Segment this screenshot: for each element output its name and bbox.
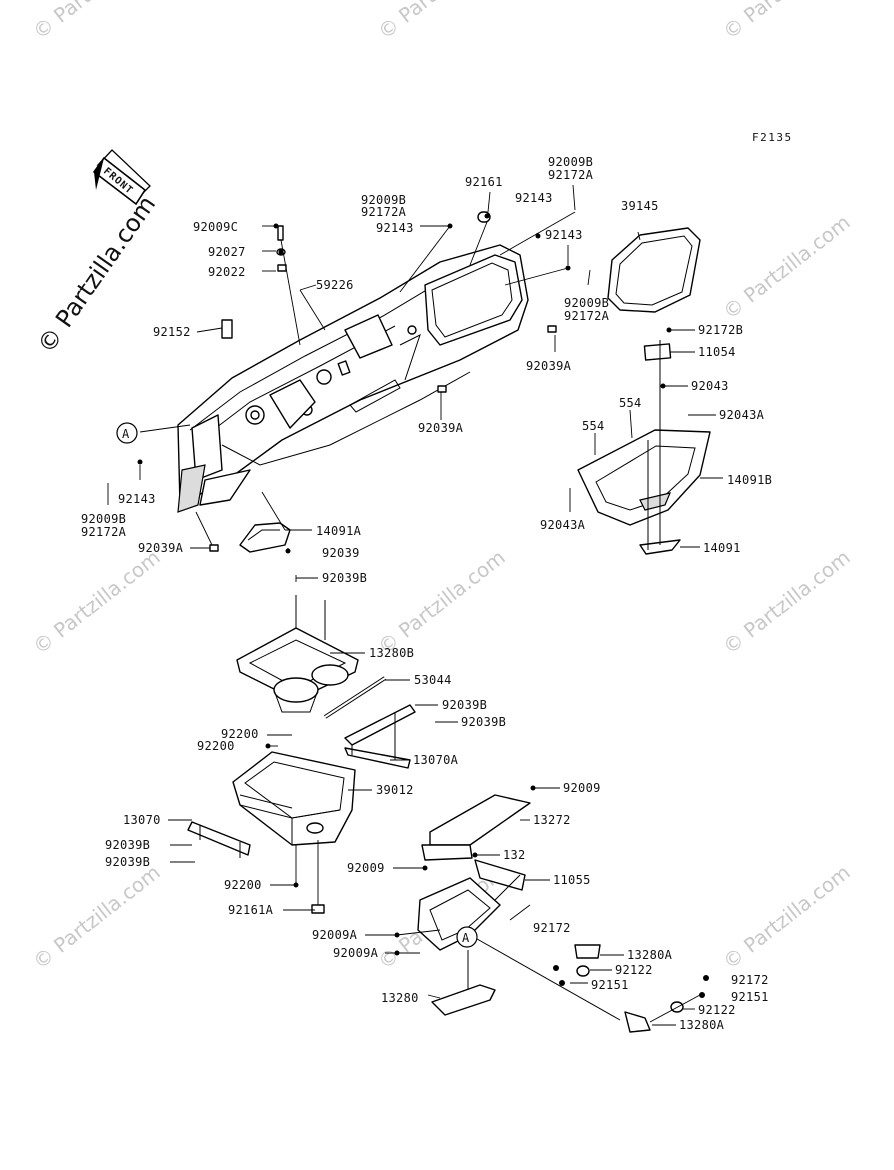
part-label: 92151 — [591, 978, 629, 992]
part-label: 92009 — [347, 861, 385, 875]
bracket-13280a — [574, 944, 651, 1033]
part-label: 92039B — [442, 698, 487, 712]
part-label: 14091B — [727, 473, 772, 487]
watermark-text: © Partzilla.com — [28, 860, 164, 974]
part-label: 92122 — [615, 963, 653, 977]
part-label: 11054 — [698, 345, 736, 359]
part-label: 92143 — [118, 492, 156, 506]
part-label: 92009C — [193, 220, 238, 234]
part-label: 13070 — [123, 813, 161, 827]
part-label: 13280A — [627, 948, 673, 962]
part-label: 92200 — [224, 878, 262, 892]
part-label: 92009 — [563, 781, 601, 795]
part-label: 92161A — [228, 903, 274, 917]
part-label: 39145 — [621, 199, 659, 213]
watermark-text: © Partzilla.com — [373, 0, 509, 44]
callout-label: A — [462, 931, 470, 945]
front-arrow-icon: FRONT — [92, 149, 151, 206]
leader-lines — [107, 184, 723, 1026]
part-label: 14091A — [316, 524, 362, 538]
tray-14091b — [577, 340, 711, 555]
bracket-13280 — [431, 950, 496, 1016]
part-label: 92152 — [153, 325, 191, 339]
part-label: 92009B — [81, 512, 126, 526]
part-label: 13280 — [381, 991, 419, 1005]
small-fasteners — [209, 211, 709, 1013]
part-label: 59226 — [316, 278, 354, 292]
plate-13272 — [421, 794, 531, 861]
part-label: 92200 — [197, 739, 235, 753]
part-labels: 92009B 92172A 92161 92143 92009B 92172A … — [81, 155, 772, 1032]
part-label: 11055 — [553, 873, 591, 887]
part-label: 92200 — [221, 727, 259, 741]
figure-code: F2135 — [752, 131, 793, 144]
part-label: 92039 — [322, 546, 360, 560]
callout-a: A — [456, 926, 478, 948]
watermark-text: © Partzilla.com — [373, 545, 509, 659]
watermark-text: © Partzilla.com — [718, 0, 854, 44]
part-label: 92122 — [698, 1003, 736, 1017]
part-label: 92009A — [312, 928, 358, 942]
part-label: 92039A — [526, 359, 572, 373]
part-label: 39012 — [376, 783, 414, 797]
part-label: 92043A — [719, 408, 765, 422]
part-label: 92009B — [361, 193, 406, 207]
part-label: 92039B — [105, 855, 150, 869]
bracket-14091a — [239, 522, 291, 553]
part-label: 92039B — [105, 838, 150, 852]
part-label: 92009B — [548, 155, 593, 169]
part-label: 92039B — [461, 715, 506, 729]
frame-11055 — [417, 859, 621, 1021]
part-label: 92172 — [731, 973, 769, 987]
watermark-text: © Partzilla.com — [718, 210, 854, 324]
part-label: 92039A — [138, 541, 184, 555]
part-label: 92043A — [540, 518, 586, 532]
dash-panel — [177, 244, 529, 513]
callout-a: A — [116, 422, 138, 444]
part-label: 92009A — [333, 946, 379, 960]
part-label: 92172B — [698, 323, 743, 337]
cup-holder-13280b — [236, 595, 359, 713]
storage-box-39012 — [232, 751, 356, 846]
part-label: 92172 — [533, 921, 571, 935]
part-label: 92172A — [361, 205, 407, 219]
lid-39145 — [607, 227, 701, 313]
part-label: 13070A — [413, 753, 459, 767]
part-label: 92039B — [322, 571, 367, 585]
part-label: 554 — [619, 396, 642, 410]
part-label: 92161 — [465, 175, 503, 189]
part-label: 92143 — [376, 221, 414, 235]
part-label: 92172A — [564, 309, 610, 323]
bracket-13070 — [187, 821, 251, 858]
part-label: 132 — [503, 848, 526, 862]
bracket-13070a — [344, 704, 416, 769]
part-label: 13280B — [369, 646, 414, 660]
part-label: 554 — [582, 419, 605, 433]
part-label: 92027 — [208, 245, 246, 259]
watermark-text: © Partzilla.com — [28, 545, 164, 659]
watermark-text: © Partzilla.com — [718, 545, 854, 659]
callout-label: A — [122, 427, 130, 441]
part-label: 13280A — [679, 1018, 725, 1032]
part-label: 92039A — [418, 421, 464, 435]
part-label: 92151 — [731, 990, 769, 1004]
part-label: 92172A — [81, 525, 127, 539]
part-label: 92143 — [545, 228, 583, 242]
part-label: 92043 — [691, 379, 729, 393]
watermark-text: © Partzilla.com — [28, 0, 164, 44]
watermark-text: © Partzilla.com — [718, 860, 854, 974]
part-label: 14091 — [703, 541, 741, 555]
part-label: 92172A — [548, 168, 594, 182]
watermark-text: © Partzilla.com — [32, 191, 161, 359]
part-label: 53044 — [414, 673, 452, 687]
part-label: 92022 — [208, 265, 246, 279]
part-label: 13272 — [533, 813, 571, 827]
part-label: 92009B — [564, 296, 609, 310]
part-label: 92143 — [515, 191, 553, 205]
